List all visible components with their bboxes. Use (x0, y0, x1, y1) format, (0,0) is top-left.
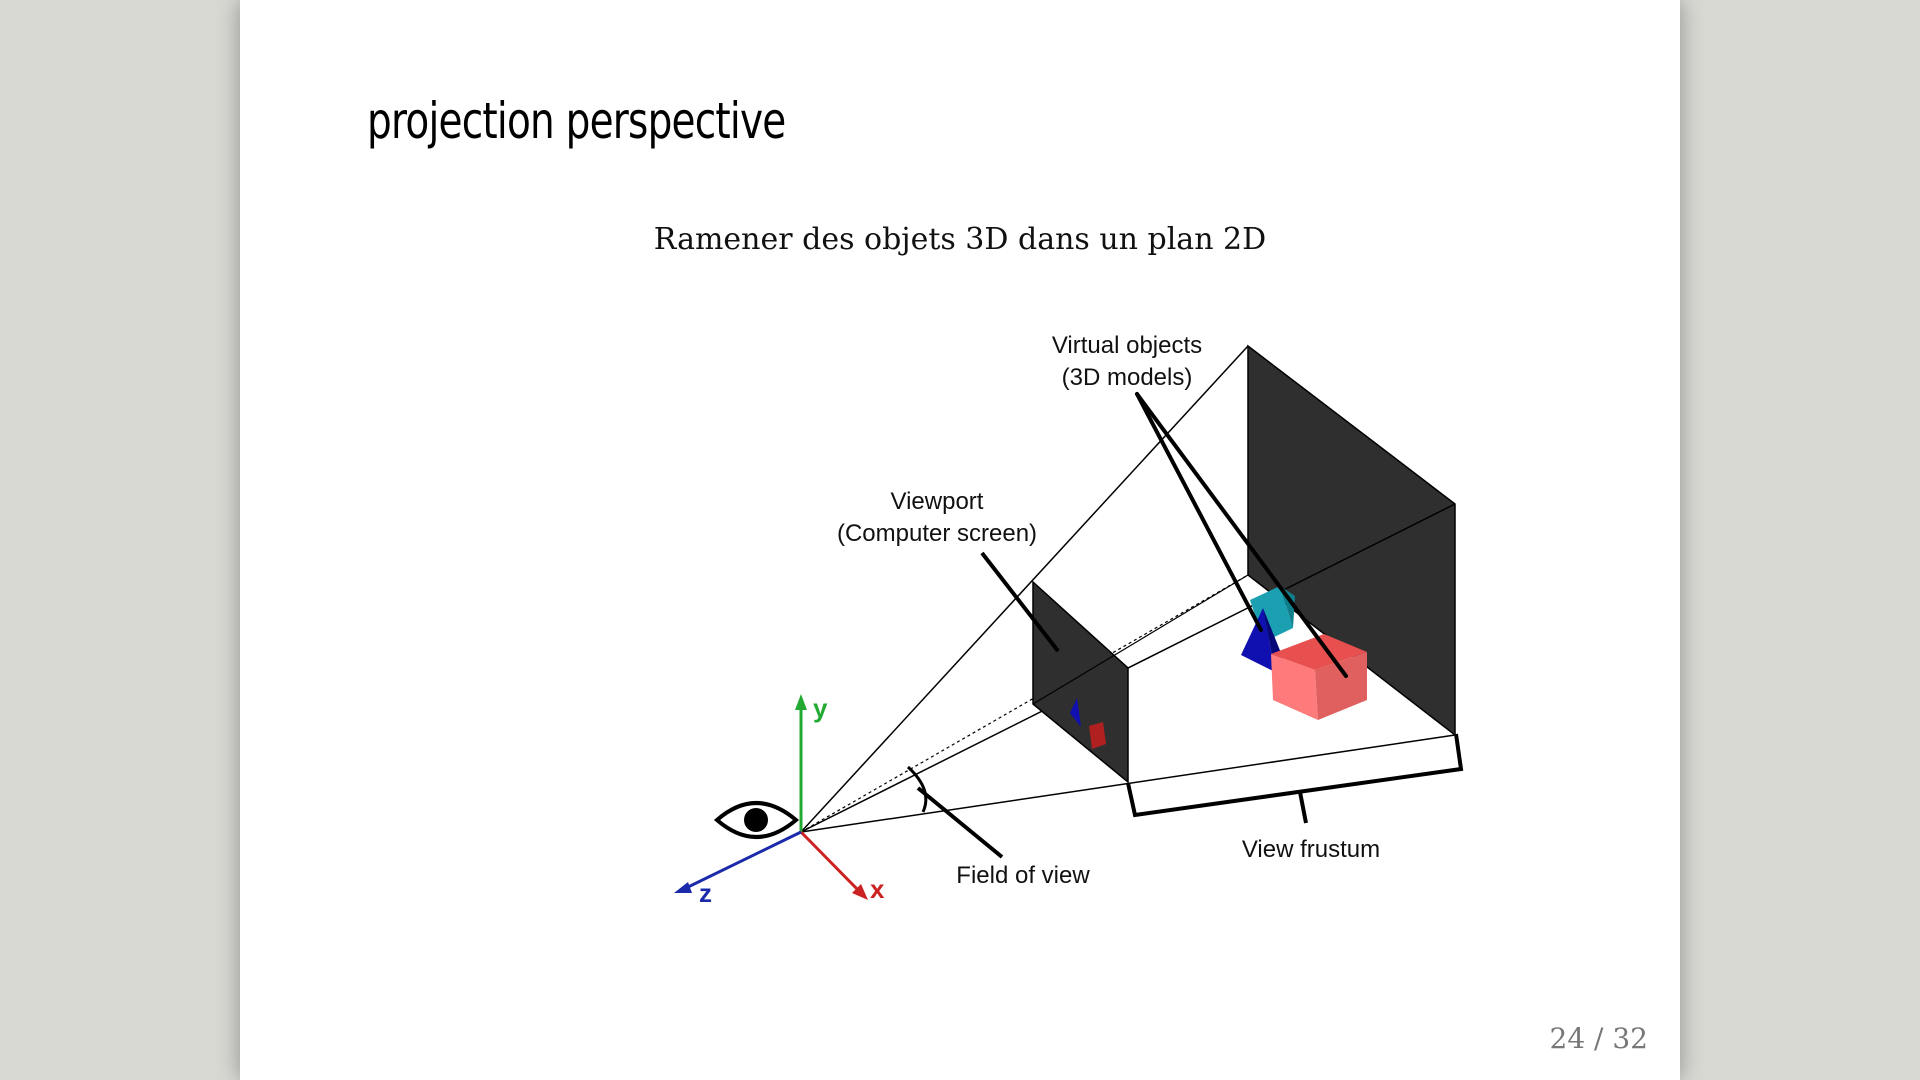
perspective-projection-diagram: Virtual objects (3D models) Viewport (Co… (674, 332, 1464, 908)
axis-label-x: x (870, 874, 885, 904)
slide-subtitle: Ramener des objets 3D dans un plan 2D (653, 222, 1267, 257)
axis-label-z: z (699, 878, 712, 908)
x-axis (799, 830, 862, 894)
projected-cube (1089, 722, 1106, 749)
label-virtual-objects-1: Virtual objects (1052, 332, 1202, 359)
slide-title: projection perspective (367, 92, 786, 150)
projected-pyramid (1070, 698, 1081, 727)
axes (674, 694, 868, 900)
label-viewport-1: Viewport (891, 488, 984, 515)
axis-label-y: y (813, 693, 828, 723)
viewport-plane (1032, 580, 1129, 784)
label-field-of-view: Field of view (956, 862, 1090, 889)
label-view-frustum: View frustum (1242, 836, 1380, 863)
page-number: 24 / 32 (1549, 1022, 1649, 1055)
eye-icon (713, 801, 800, 839)
label-virtual-objects-2: (3D models) (1062, 364, 1193, 391)
fov-arc (906, 765, 928, 813)
red-cube (1271, 634, 1367, 720)
label-viewport-2: (Computer screen) (837, 520, 1037, 547)
z-axis (683, 830, 802, 891)
frustum-bracket (1126, 733, 1464, 818)
slide: projection perspective Ramener des objet… (240, 0, 1680, 1080)
center-line (800, 574, 1249, 833)
